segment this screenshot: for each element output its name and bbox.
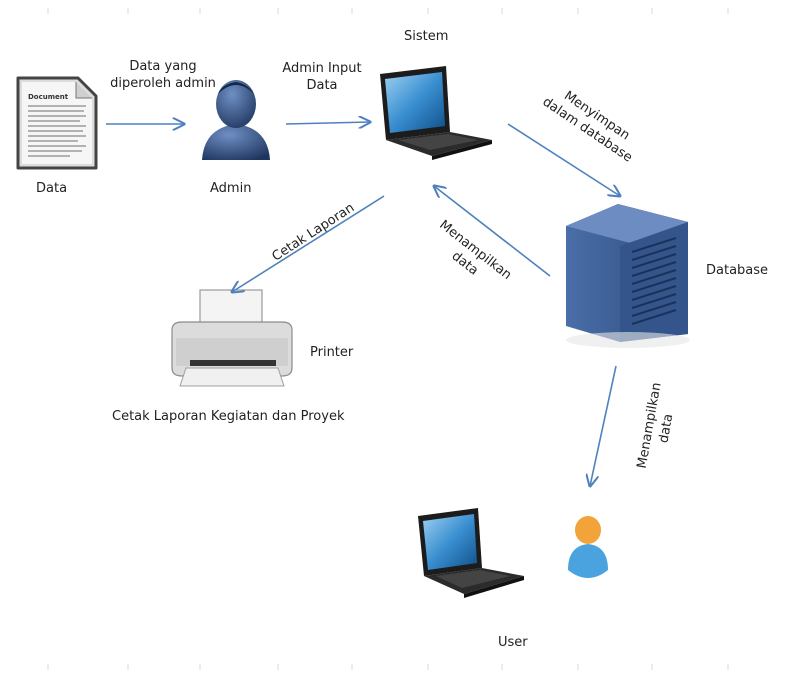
user-person-icon bbox=[568, 516, 608, 578]
data-source-label: Data yang diperoleh admin bbox=[110, 59, 216, 91]
arrow-system-to-database bbox=[507, 123, 620, 196]
system-laptop-icon bbox=[380, 66, 492, 160]
arrow-database-to-system bbox=[434, 186, 551, 277]
database-label: Database bbox=[706, 263, 769, 278]
system-label: Sistem bbox=[404, 29, 449, 44]
user-laptop-icon bbox=[418, 508, 524, 598]
printer-label: Printer bbox=[310, 345, 354, 360]
server-icon bbox=[566, 204, 690, 348]
admin-person-icon bbox=[202, 80, 270, 160]
printer-icon bbox=[171, 289, 293, 387]
document-icon: Document bbox=[16, 76, 98, 170]
arrow-system-to-printer bbox=[232, 195, 385, 292]
arrow-admin-to-system bbox=[285, 122, 370, 124]
background-ticks bbox=[47, 8, 729, 670]
document-title: Document bbox=[28, 93, 69, 101]
admin-input-label: Admin Input Data bbox=[282, 61, 362, 93]
user-label: User bbox=[498, 635, 528, 650]
print-caption-label: Cetak Laporan Kegiatan dan Proyek bbox=[112, 409, 345, 424]
data-label: Data bbox=[36, 181, 68, 196]
flow-arrows bbox=[106, 122, 620, 486]
arrow-database-to-user bbox=[590, 365, 617, 486]
admin-label: Admin bbox=[210, 181, 252, 196]
